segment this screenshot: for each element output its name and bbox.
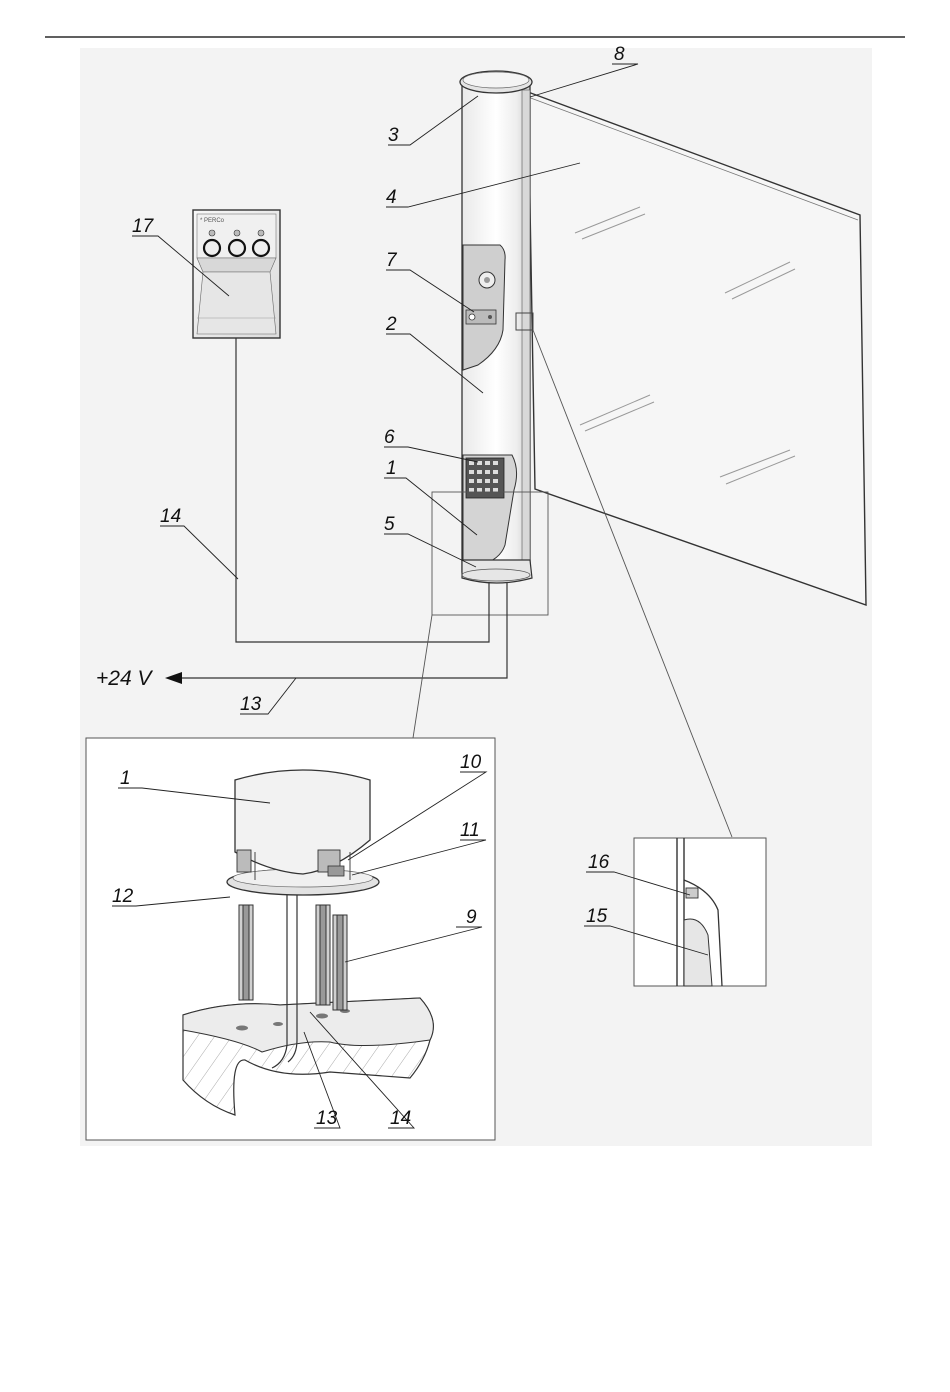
detail-view-seal (634, 838, 766, 986)
callout-7: 7 (386, 250, 398, 271)
callout-17: 17 (132, 216, 155, 237)
remote-control-panel: * PERCo (193, 210, 280, 338)
callout-1: 1 (386, 458, 397, 479)
detail-callout-15: 15 (586, 906, 608, 927)
detail-callout-9: 9 (466, 907, 477, 928)
callout-4: 4 (386, 187, 397, 208)
callout-14: 14 (160, 506, 181, 527)
callout-13: 13 (240, 694, 262, 715)
svg-text:* PERCo: * PERCo (200, 218, 225, 224)
detail-callout-14: 14 (390, 1108, 411, 1129)
callout-5: 5 (384, 514, 395, 535)
detail-callout-11: 11 (460, 820, 480, 841)
callout-3: 3 (388, 125, 399, 146)
seal-part-16 (686, 888, 698, 898)
supply-voltage-label: +24 V (96, 667, 153, 690)
detail-callout-13: 13 (316, 1108, 338, 1129)
panel-button-right (253, 240, 269, 256)
callout-8: 8 (614, 44, 625, 65)
detail-callout-16: 16 (588, 852, 610, 873)
detail-callout-10: 10 (460, 752, 482, 773)
panel-button-center (229, 240, 245, 256)
panel-button-left (204, 240, 220, 256)
callout-6: 6 (384, 427, 395, 448)
detail-callout-12: 12 (112, 886, 134, 907)
callout-2: 2 (385, 314, 397, 335)
detail-callout-1: 1 (120, 768, 131, 789)
